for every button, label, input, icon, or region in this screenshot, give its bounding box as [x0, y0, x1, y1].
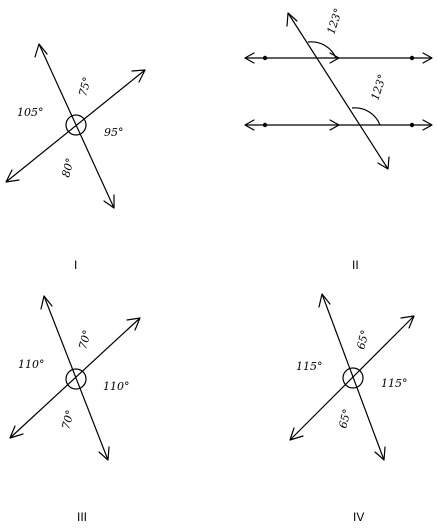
- fig3-angle-bottom: 70°: [59, 409, 77, 431]
- fig2-point: [262, 122, 268, 128]
- fig2-arrowhead: [244, 52, 255, 64]
- fig3-angle-mark: [65, 368, 87, 390]
- fig1-angle-right: 95°: [104, 126, 124, 139]
- fig3-arrowhead: [9, 425, 24, 439]
- fig2-transversal: [287, 12, 389, 170]
- fig2-point: [409, 122, 415, 128]
- fig1-angle-mark: [65, 114, 87, 136]
- fig2-arrowhead: [244, 119, 255, 131]
- fig4-angle-left: 115°: [296, 360, 323, 373]
- fig2-point: [409, 55, 415, 61]
- fig2-arrowhead: [422, 52, 433, 64]
- fig1-angle-bottom: 80°: [59, 157, 77, 179]
- fig3-arrowhead: [98, 446, 110, 461]
- fig1-arrowhead: [34, 43, 48, 58]
- fig3-line-b: [9, 317, 141, 439]
- figure-3: 110° 70° 110° 70° III: [9, 295, 141, 524]
- fig1-arrowhead: [103, 194, 115, 209]
- fig3-line-a: [43, 295, 109, 461]
- fig2-arrowhead: [377, 156, 390, 170]
- fig2-roman-label: II: [352, 258, 359, 272]
- fig1-line-a: [38, 43, 115, 209]
- fig4-arrowhead: [374, 446, 386, 461]
- fig4-arrowhead: [400, 315, 415, 329]
- fig2-parallel-marker: [329, 119, 340, 131]
- figure-1: 105° 75° 95° 80° I: [5, 43, 146, 272]
- fig2-arrowhead: [422, 119, 433, 131]
- fig4-angle-mark: [342, 367, 364, 389]
- fig2-angle-top: 123°: [324, 7, 345, 36]
- fig3-roman-label: III: [77, 510, 87, 524]
- fig1-angle-top: 75°: [76, 76, 94, 98]
- fig2-arrowhead: [286, 12, 298, 27]
- fig1-line-b: [5, 69, 146, 183]
- fig3-arrowhead: [126, 317, 141, 331]
- figure-4: 115° 65° 115° 65° IV: [289, 293, 415, 524]
- fig4-angle-top: 65°: [354, 329, 372, 351]
- fig2-point: [262, 55, 268, 61]
- fig4-line-b: [289, 315, 415, 441]
- fig2-angle-arc-bottom: [351, 107, 381, 126]
- fig4-angle-right: 115°: [381, 377, 408, 390]
- fig2-angle-bottom: 123°: [368, 73, 389, 102]
- fig3-arrowhead: [40, 295, 53, 310]
- fig1-arrowhead: [131, 69, 146, 83]
- fig4-roman-label: IV: [353, 510, 364, 524]
- fig4-arrowhead: [289, 427, 304, 441]
- fig3-angle-top: 70°: [76, 329, 94, 351]
- fig1-roman-label: I: [74, 258, 77, 272]
- fig2-angle-arc-top: [307, 41, 337, 59]
- fig4-arrowhead: [318, 293, 331, 308]
- fig1-angle-left: 105°: [17, 106, 44, 119]
- fig1-arrowhead: [5, 169, 20, 183]
- fig2-parallel-marker: [329, 52, 340, 64]
- figure-2: 123° 123° II: [244, 7, 433, 272]
- fig4-angle-bottom: 65°: [336, 408, 354, 430]
- fig3-angle-left: 110°: [18, 358, 45, 371]
- fig3-angle-right: 110°: [103, 380, 130, 393]
